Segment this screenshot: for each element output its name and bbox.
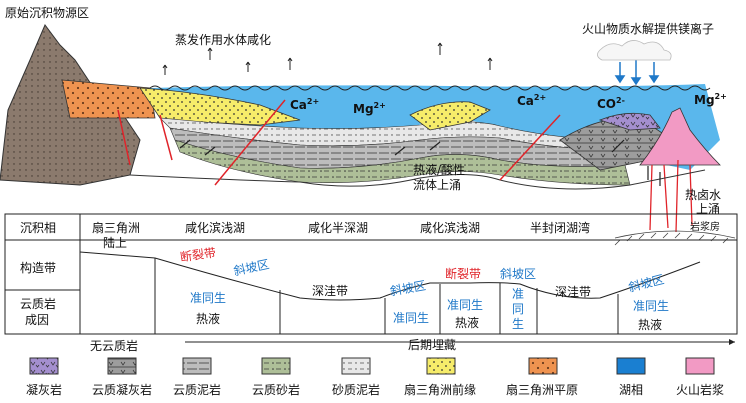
fault-zone-2: 断裂带	[445, 266, 481, 281]
legend: 凝灰岩 云质凝灰岩 云质泥岩 云质砂岩 砂质泥岩 扇三角洲前缘 扇三角洲平原 湖…	[26, 358, 724, 397]
slope-zone-2: 斜坡区	[389, 278, 427, 298]
legend-label-tuff: 凝灰岩	[26, 382, 62, 397]
slope-zone-3: 斜坡区	[500, 267, 536, 281]
facies-saline-shallow-2: 咸化滨浅湖	[420, 220, 480, 235]
legend-label-volcanic-magma: 火山岩浆	[676, 382, 724, 397]
tuff-swatch	[30, 358, 58, 374]
row-header-dolomite: 云质岩	[20, 296, 56, 311]
dolomitic-mudstone-swatch	[183, 358, 211, 374]
dolomitic-sandstone-swatch	[262, 358, 290, 374]
facies-fan-delta: 扇三角洲	[92, 220, 140, 235]
facies-saline-shallow-1: 咸化滨浅湖	[185, 220, 245, 235]
magma-chamber-label: 岩浆房	[690, 220, 720, 233]
legend-label-dolomitic-tuff: 云质凝灰岩	[92, 382, 152, 397]
late-burial-label: 后期埋藏	[408, 338, 456, 352]
legend-label-sandy-mudstone: 砂质泥岩	[332, 382, 380, 397]
fault-zone-1: 断裂带	[179, 245, 217, 265]
slope-zone-1: 斜坡区	[232, 257, 270, 278]
facies-onshore: 陆上	[103, 235, 127, 250]
magma-chamber-hatch	[615, 231, 735, 245]
genesis-zhuntongsheng-3: 准同生	[447, 298, 483, 312]
fan-delta-front-swatch	[427, 358, 455, 374]
genesis-hydrothermal-1: 热液	[196, 311, 220, 326]
dolomitic-tuff-swatch	[108, 358, 136, 374]
genesis-zhuntongsheng-2: 准同生	[393, 311, 429, 325]
sandy-mudstone-swatch	[342, 358, 370, 374]
genesis-hydrothermal-3: 热液	[638, 317, 662, 332]
legend-label-dolomitic-sandstone: 云质砂岩	[252, 382, 300, 397]
volcanic-cloud	[597, 40, 671, 60]
depression-zone-2: 深洼带	[555, 285, 591, 299]
source-area-label: 原始沉积物源区	[5, 6, 89, 20]
fluid-label-2: 流体上涌	[413, 178, 461, 192]
genesis-zhuntongsheng-4: 准同生	[633, 299, 669, 313]
no-dolomite-label: 无云质岩	[90, 338, 138, 353]
row-header-tectonic: 构造带	[20, 260, 56, 275]
legend-label-fan-delta-front: 扇三角洲前缘	[404, 382, 476, 397]
evaporation-arrows	[163, 43, 492, 75]
slope-zone-4: 斜坡区	[627, 272, 665, 294]
depression-zone-1: 深洼带	[312, 284, 348, 298]
legend-label-fan-delta-plain: 扇三角洲平原	[506, 382, 578, 397]
lacustrine-swatch	[617, 358, 645, 374]
volcanic-input-arrows	[616, 58, 658, 84]
genesis-tong: 同	[512, 302, 524, 316]
legend-label-dolomitic-mudstone: 云质泥岩	[173, 382, 221, 397]
row-header-facies: 沉积相	[20, 221, 56, 235]
genesis-zhuntongsheng-1: 准同生	[190, 291, 226, 305]
genesis-hydrothermal-2: 热液	[455, 315, 479, 330]
volcanic-magma-swatch	[686, 358, 714, 374]
genesis-sheng: 生	[512, 317, 524, 331]
ion-mg-2: Mg2+	[694, 92, 727, 107]
row-header-genesis: 成因	[25, 313, 49, 327]
brine-label-1: 热卤水	[685, 188, 721, 202]
volcanic-label: 火山物质水解提供镁离子	[582, 21, 714, 36]
genesis-zhun: 准	[512, 287, 524, 301]
burial-arrow	[185, 339, 735, 345]
facies-saline-semideep: 咸化半深湖	[308, 220, 368, 235]
fan-delta-plain-unit	[62, 80, 155, 118]
legend-label-lacustrine: 湖相	[619, 382, 643, 397]
fluid-label-1: 热液/酸性	[413, 162, 465, 177]
facies-semi-closed-bay: 半封闭湖湾	[530, 220, 590, 235]
fan-delta-plain-swatch	[529, 358, 557, 374]
evaporation-label: 蒸发作用水体咸化	[175, 32, 271, 47]
